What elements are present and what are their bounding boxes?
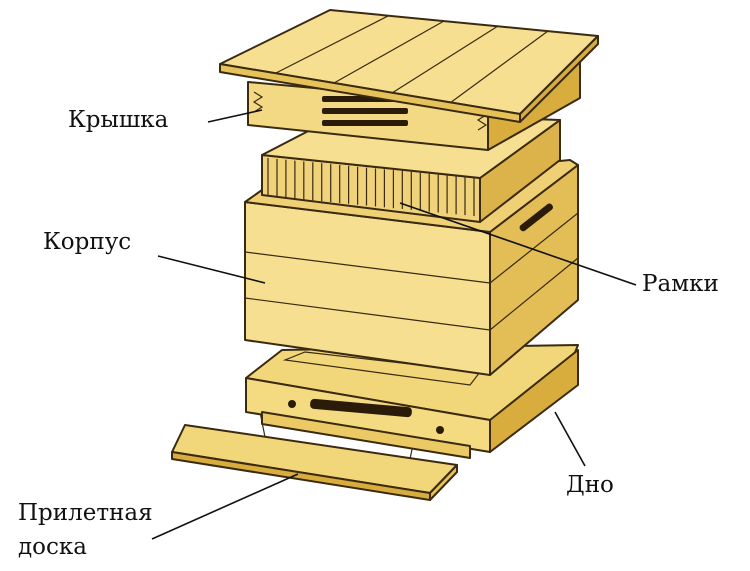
leader-frames bbox=[399, 202, 637, 286]
landing-board bbox=[171, 411, 458, 501]
leader-landing bbox=[151, 473, 299, 540]
leader-lid bbox=[207, 109, 263, 123]
label-bottom: Дно bbox=[566, 472, 614, 498]
label-lid: Крышка bbox=[68, 107, 169, 133]
label-landing-board-line1: Прилетная bbox=[18, 500, 153, 526]
label-frames: Рамки bbox=[642, 271, 719, 297]
leader-lines bbox=[151, 109, 637, 540]
leader-bottom bbox=[554, 411, 586, 467]
leader-body bbox=[157, 255, 266, 284]
label-landing-board-line2: доска bbox=[18, 534, 87, 560]
label-body: Корпус bbox=[43, 229, 132, 255]
hive-lid bbox=[219, 9, 599, 151]
